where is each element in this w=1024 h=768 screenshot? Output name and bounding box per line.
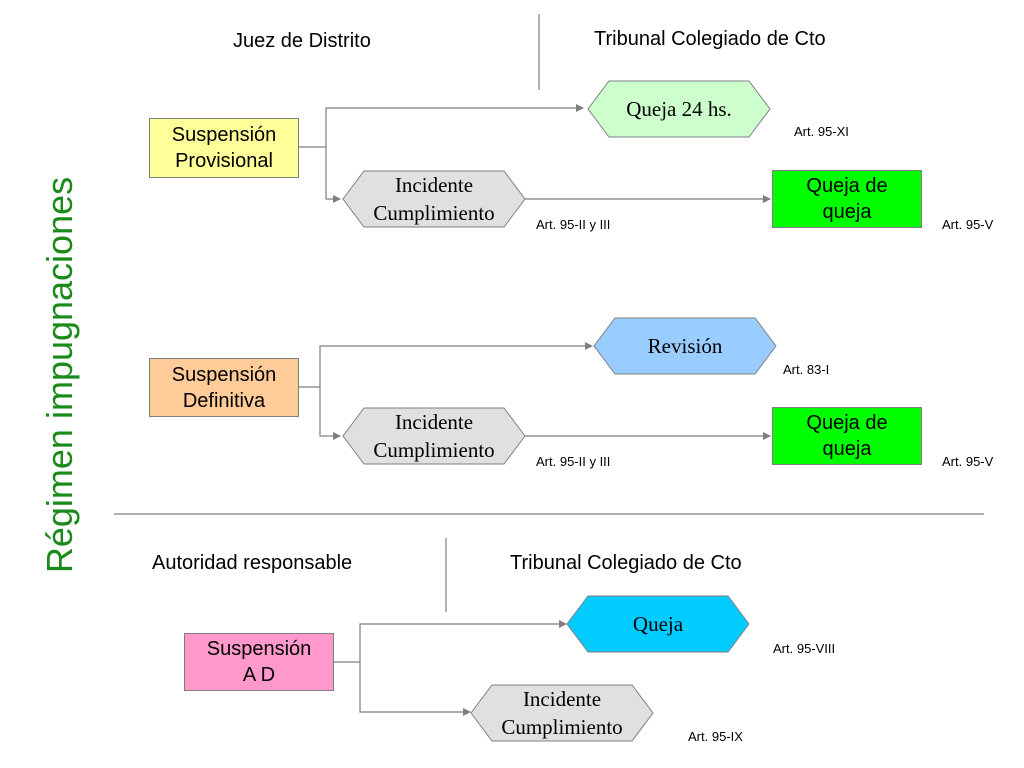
node-label-line: A D <box>242 664 276 686</box>
node-suspension-ad: Suspensión A D <box>184 633 334 691</box>
node-label-line: Suspensión <box>171 124 277 146</box>
node-label-line: Incidente <box>522 687 602 711</box>
node-queja-de-queja-2: Queja de queja <box>772 407 922 465</box>
arrow-ad-to-queja <box>332 620 567 663</box>
article-label: Art. 95-XI <box>794 124 849 139</box>
node-queja-de-queja-1: Queja de queja <box>772 170 922 228</box>
header-juez-de-distrito: Juez de Distrito <box>233 30 371 52</box>
node-label-line: Suspensión <box>206 638 312 660</box>
article-label: Art. 95-VIII <box>773 641 836 656</box>
node-label-line: Revisión <box>647 334 723 358</box>
node-label-line: Queja de <box>806 412 888 434</box>
node-label-line: Incidente <box>394 173 474 197</box>
article-label: Art. 95-II y III <box>536 217 611 232</box>
node-label-line: Suspensión <box>171 363 277 386</box>
node-label-line: Queja 24 hs. <box>626 97 732 121</box>
arrow-def-to-incidente <box>319 387 341 440</box>
arrow-def-to-revision <box>298 342 593 388</box>
node-suspension-provisional: Suspensión Provisional <box>149 118 299 178</box>
node-label-line: Queja <box>632 612 684 636</box>
arrow-prov-to-incidente <box>325 147 341 203</box>
node-label-line: Cumplimiento <box>373 438 495 462</box>
header-tribunal-colegiado-top: Tribunal Colegiado de Cto <box>594 28 826 50</box>
node-label-line: Definitiva <box>182 389 266 412</box>
article-label: Art. 95-V <box>942 454 994 469</box>
node-label-line: Provisional <box>175 150 273 172</box>
node-label-line: queja <box>822 438 872 460</box>
header-tribunal-colegiado-bottom: Tribunal Colegiado de Cto <box>510 552 742 574</box>
arrow-ad-to-incidente <box>359 662 471 716</box>
node-label-line: queja <box>822 201 872 223</box>
node-suspension-definitiva: Suspensión Definitiva <box>149 358 299 417</box>
node-incidente-cumplimiento-3: Incidente Cumplimiento <box>470 684 654 742</box>
article-label: Art. 95-IX <box>688 729 743 744</box>
node-label-line: Incidente <box>394 410 474 434</box>
node-label-line: Cumplimiento <box>501 715 623 739</box>
header-autoridad-responsable: Autoridad responsable <box>152 552 353 574</box>
node-label-line: Queja de <box>806 175 888 197</box>
node-label-line: Cumplimiento <box>373 201 495 225</box>
article-label: Art. 95-II y III <box>536 454 611 469</box>
node-revision: Revisión <box>593 317 777 375</box>
node-queja: Queja <box>566 595 750 653</box>
article-label: Art. 83-I <box>783 362 830 377</box>
node-queja-24hs: Queja 24 hs. <box>587 80 771 138</box>
node-incidente-cumplimiento-1: Incidente Cumplimiento <box>342 170 526 228</box>
article-label: Art. 95-V <box>942 217 994 232</box>
node-incidente-cumplimiento-2: Incidente Cumplimiento <box>342 407 526 465</box>
arrow-prov-to-queja24 <box>298 104 584 148</box>
